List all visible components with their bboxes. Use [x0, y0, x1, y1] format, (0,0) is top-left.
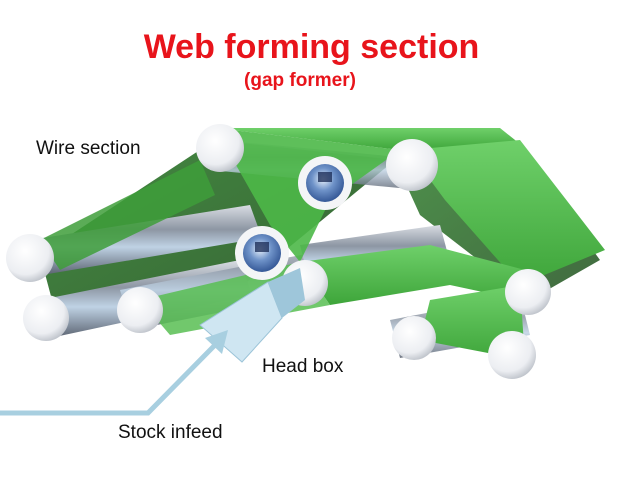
roll-icon — [23, 295, 69, 341]
roll-icon — [392, 316, 436, 360]
roll-icon — [488, 331, 536, 379]
roll-icon — [6, 234, 54, 282]
roll-icon — [386, 139, 438, 191]
page-title: Web forming section — [143, 28, 480, 66]
arrow-icon — [0, 330, 228, 416]
roll-icon — [505, 269, 551, 315]
head-box-label: Head box — [262, 356, 344, 377]
page-subtitle: (gap former) — [244, 70, 356, 91]
suction-rolls — [235, 156, 352, 280]
roll-icon — [196, 124, 244, 172]
wire-section-label: Wire section — [36, 138, 141, 159]
roll-icon — [117, 287, 163, 333]
stock-infeed-label: Stock infeed — [118, 422, 223, 443]
